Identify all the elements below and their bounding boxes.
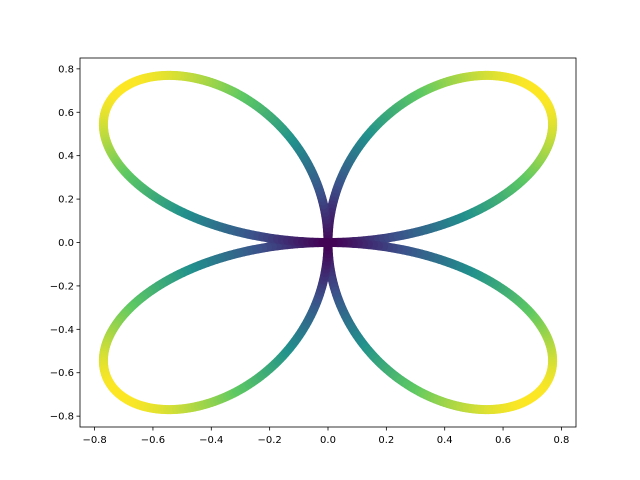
y-tick-label: 0.6 [58,108,74,119]
x-tick-label: 0.4 [437,435,453,446]
y-tick-label: −0.8 [50,412,74,423]
x-tick-label: 0.0 [320,435,336,446]
plot-area [98,70,558,415]
y-tick-label: 0.0 [58,238,74,249]
y-axis: 0.8 0.6 0.4 0.2 0.0 −0.2 −0.4 −0.6 −0.8 [50,64,80,423]
x-tick-label: −0.8 [82,435,106,446]
x-axis: −0.8 −0.6 −0.4 −0.2 0.0 0.2 0.4 0.6 0.8 [82,427,569,446]
y-tick-label: 0.2 [58,195,74,206]
x-tick-label: 0.8 [553,435,569,446]
x-tick-label: −0.6 [141,435,165,446]
x-tick-label: −0.2 [257,435,281,446]
y-tick-label: −0.6 [50,368,74,379]
y-tick-label: 0.8 [58,64,74,75]
x-tick-label: 0.6 [495,435,511,446]
y-tick-label: −0.4 [50,325,74,336]
x-tick-label: −0.4 [199,435,223,446]
y-tick-label: −0.2 [50,281,74,292]
x-tick-label: 0.2 [378,435,394,446]
y-tick-label: 0.4 [58,151,74,162]
